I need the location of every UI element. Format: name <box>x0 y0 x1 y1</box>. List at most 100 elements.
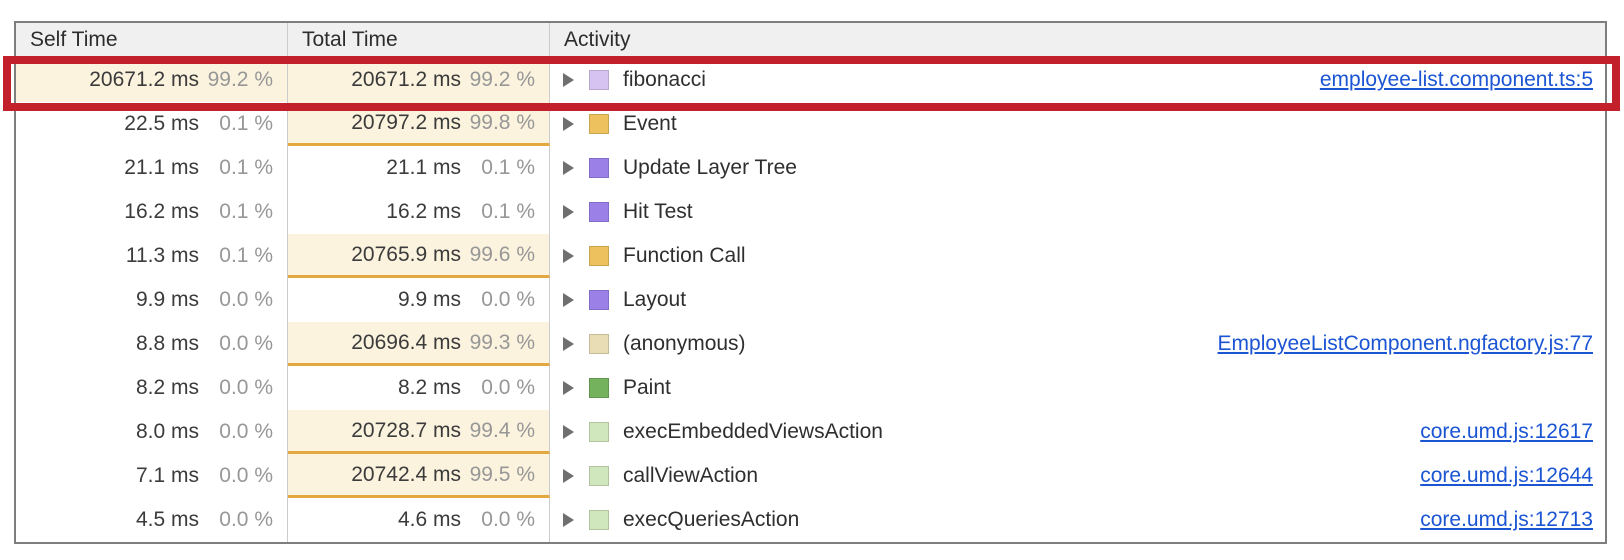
self-time-value: 9.9 ms <box>135 288 199 311</box>
activity-label: fibonacci <box>623 68 706 91</box>
activity-cell: Update Layer Tree <box>550 146 1605 190</box>
expand-arrow-icon[interactable] <box>563 73 574 87</box>
table-row[interactable]: 7.1 ms 0.0 % 20742.4 ms 99.5 % callViewA… <box>16 454 1605 498</box>
activity-cell: Function Call <box>550 234 1605 278</box>
activity-label: Paint <box>623 376 671 399</box>
activity-cell: execEmbeddedViewsAction core.umd.js:1261… <box>550 410 1605 454</box>
table-row[interactable]: 8.8 ms 0.0 % 20696.4 ms 99.3 % (anonymou… <box>16 322 1605 366</box>
self-time-cell: 8.0 ms 0.0 % <box>16 410 288 454</box>
self-time-cell: 20671.2 ms 99.2 % <box>16 58 288 102</box>
source-location-link[interactable]: employee-list.component.ts:5 <box>1319 68 1593 91</box>
activity-label: callViewAction <box>623 464 759 487</box>
rendering-category-swatch <box>589 202 609 222</box>
expand-arrow-icon[interactable] <box>563 117 574 131</box>
table-row[interactable]: 8.0 ms 0.0 % 20728.7 ms 99.4 % execEmbed… <box>16 410 1605 454</box>
column-header-self-time[interactable]: Self Time <box>16 23 288 57</box>
self-time-cell: 16.2 ms 0.1 % <box>16 190 288 234</box>
expand-arrow-icon[interactable] <box>563 205 574 219</box>
script-function-category-swatch <box>589 466 609 486</box>
activity-label: execQueriesAction <box>623 508 800 531</box>
self-time-value: 8.2 ms <box>135 376 199 399</box>
self-time-value: 21.1 ms <box>124 156 199 179</box>
self-time-percent: 0.1 % <box>219 244 273 267</box>
total-time-percent: 0.1 % <box>481 200 535 223</box>
expand-arrow-icon[interactable] <box>563 161 574 175</box>
total-time-cell: 20765.9 ms 99.6 % <box>288 234 550 278</box>
activity-cell: Event <box>550 102 1605 146</box>
table-row[interactable]: 22.5 ms 0.1 % 20797.2 ms 99.8 % Event <box>16 102 1605 146</box>
total-time-value: 21.1 ms <box>386 156 461 179</box>
activity-cell: Layout <box>550 278 1605 322</box>
total-time-value: 20728.7 ms <box>351 418 461 442</box>
scripting-category-swatch <box>589 70 609 90</box>
table-row[interactable]: 16.2 ms 0.1 % 16.2 ms 0.1 % Hit Test <box>16 190 1605 234</box>
self-time-percent: 0.0 % <box>219 376 273 399</box>
activity-cell: execQueriesAction core.umd.js:12713 <box>550 498 1605 542</box>
table-body: 20671.2 ms 99.2 % 20671.2 ms 99.2 % fibo… <box>16 58 1605 542</box>
activity-label: Update Layer Tree <box>623 156 797 179</box>
expand-arrow-icon[interactable] <box>563 513 574 527</box>
total-time-cell: 8.2 ms 0.0 % <box>288 366 550 410</box>
total-time-cell: 9.9 ms 0.0 % <box>288 278 550 322</box>
table-row[interactable]: 8.2 ms 0.0 % 8.2 ms 0.0 % Paint <box>16 366 1605 410</box>
table-header: Self Time Total Time Activity <box>16 23 1605 58</box>
total-time-value: 16.2 ms <box>386 200 461 223</box>
table-row[interactable]: 21.1 ms 0.1 % 21.1 ms 0.1 % Update Layer… <box>16 146 1605 190</box>
scripting-category-swatch <box>589 246 609 266</box>
total-time-cell: 20728.7 ms 99.4 % <box>288 410 550 454</box>
source-location-link[interactable]: core.umd.js:12644 <box>1420 464 1593 487</box>
column-header-activity[interactable]: Activity <box>564 28 631 51</box>
self-time-cell: 21.1 ms 0.1 % <box>16 146 288 190</box>
expand-arrow-icon[interactable] <box>563 249 574 263</box>
self-time-value: 11.3 ms <box>125 244 199 267</box>
self-time-cell: 8.2 ms 0.0 % <box>16 366 288 410</box>
expand-arrow-icon[interactable] <box>563 469 574 483</box>
total-time-percent: 99.3 % <box>469 330 535 354</box>
scripting-category-swatch <box>589 114 609 134</box>
self-time-value: 16.2 ms <box>124 200 199 223</box>
total-time-percent: 0.0 % <box>481 508 535 531</box>
self-time-cell: 22.5 ms 0.1 % <box>16 102 288 146</box>
script-function-category-swatch <box>589 422 609 442</box>
total-time-value: 8.2 ms <box>397 376 461 399</box>
source-location-link[interactable]: core.umd.js:12713 <box>1420 508 1593 531</box>
table-row[interactable]: 11.3 ms 0.1 % 20765.9 ms 99.6 % Function… <box>16 234 1605 278</box>
activity-cell: callViewAction core.umd.js:12644 <box>550 454 1605 498</box>
script-anonymous-category-swatch <box>589 334 609 354</box>
activity-label: Hit Test <box>623 200 693 223</box>
total-time-percent: 0.0 % <box>481 376 535 399</box>
total-time-cell: 20696.4 ms 99.3 % <box>288 322 550 366</box>
expand-arrow-icon[interactable] <box>563 425 574 439</box>
activity-label: Layout <box>623 288 687 311</box>
self-time-value: 4.5 ms <box>135 508 199 531</box>
table-row[interactable]: 9.9 ms 0.0 % 9.9 ms 0.0 % Layout <box>16 278 1605 322</box>
self-time-percent: 0.0 % <box>219 332 273 355</box>
table-row[interactable]: 20671.2 ms 99.2 % 20671.2 ms 99.2 % fibo… <box>16 58 1605 102</box>
activity-label: Function Call <box>623 244 746 267</box>
self-time-cell: 7.1 ms 0.0 % <box>16 454 288 498</box>
total-time-cell: 21.1 ms 0.1 % <box>288 146 550 190</box>
activity-cell: Hit Test <box>550 190 1605 234</box>
table-row[interactable]: 4.5 ms 0.0 % 4.6 ms 0.0 % execQueriesAct… <box>16 498 1605 542</box>
self-time-cell: 4.5 ms 0.0 % <box>16 498 288 542</box>
painting-category-swatch <box>589 378 609 398</box>
total-time-value: 20696.4 ms <box>351 330 461 354</box>
column-header-total-time[interactable]: Total Time <box>288 23 550 57</box>
script-function-category-swatch <box>589 510 609 530</box>
total-time-cell: 4.6 ms 0.0 % <box>288 498 550 542</box>
expand-arrow-icon[interactable] <box>563 293 574 307</box>
expand-arrow-icon[interactable] <box>563 337 574 351</box>
self-time-cell: 9.9 ms 0.0 % <box>16 278 288 322</box>
self-time-cell: 11.3 ms 0.1 % <box>16 234 288 278</box>
activity-label: Event <box>623 112 677 135</box>
total-time-cell: 20742.4 ms 99.5 % <box>288 454 550 498</box>
total-time-value: 20765.9 ms <box>351 242 461 266</box>
rendering-category-swatch <box>589 158 609 178</box>
total-time-cell: 20671.2 ms 99.2 % <box>288 58 550 102</box>
total-time-value: 20742.4 ms <box>351 462 461 486</box>
source-location-link[interactable]: core.umd.js:12617 <box>1420 420 1593 443</box>
source-location-link[interactable]: EmployeeListComponent.ngfactory.js:77 <box>1217 332 1593 355</box>
self-time-percent: 0.0 % <box>219 508 273 531</box>
total-time-cell: 20797.2 ms 99.8 % <box>288 102 550 146</box>
expand-arrow-icon[interactable] <box>563 381 574 395</box>
